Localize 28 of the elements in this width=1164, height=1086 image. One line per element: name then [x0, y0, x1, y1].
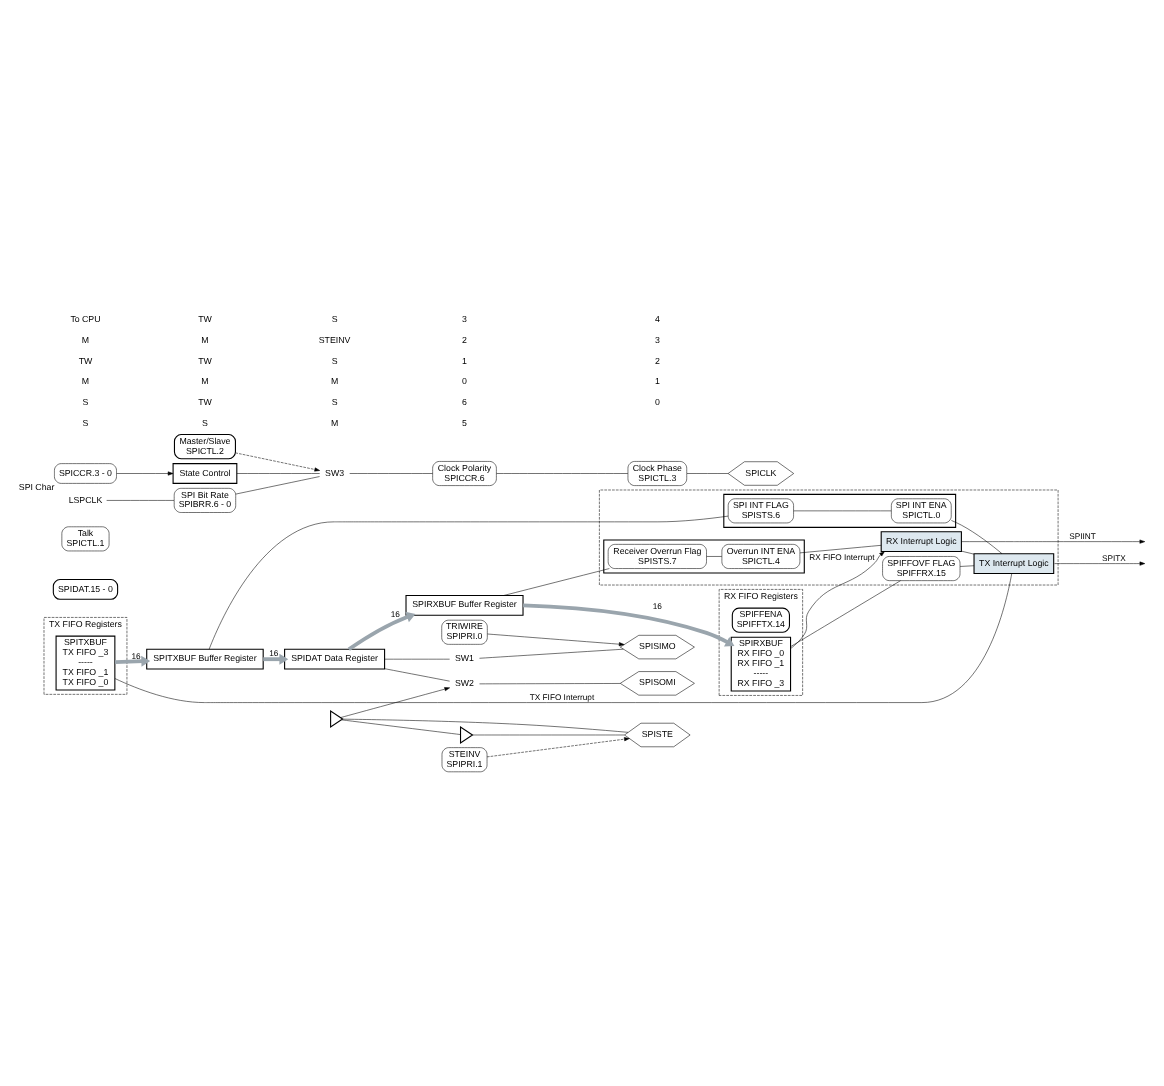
connector [384, 658, 450, 660]
connector [951, 520, 1003, 554]
arrow [347, 611, 416, 651]
arrow [263, 653, 289, 665]
connector [961, 550, 975, 555]
arrow [487, 633, 625, 647]
node-triangle [330, 710, 344, 729]
arrow [340, 687, 450, 718]
arrow [961, 539, 1146, 544]
arrow [1054, 561, 1146, 566]
arrow [523, 603, 735, 647]
arrow [235, 452, 320, 472]
arrow [116, 471, 174, 476]
arrow [486, 737, 630, 758]
connector [236, 473, 320, 474]
connector [114, 573, 1012, 703]
arrow [790, 551, 885, 649]
arrow [114, 655, 151, 667]
node-triangle [459, 726, 474, 744]
connector [503, 568, 610, 596]
connector [208, 515, 729, 650]
connector [384, 668, 450, 682]
connector [342, 718, 629, 733]
connector [790, 580, 901, 647]
connector [799, 545, 882, 554]
connector [341, 719, 461, 735]
connector [472, 734, 625, 736]
connector [959, 565, 975, 567]
